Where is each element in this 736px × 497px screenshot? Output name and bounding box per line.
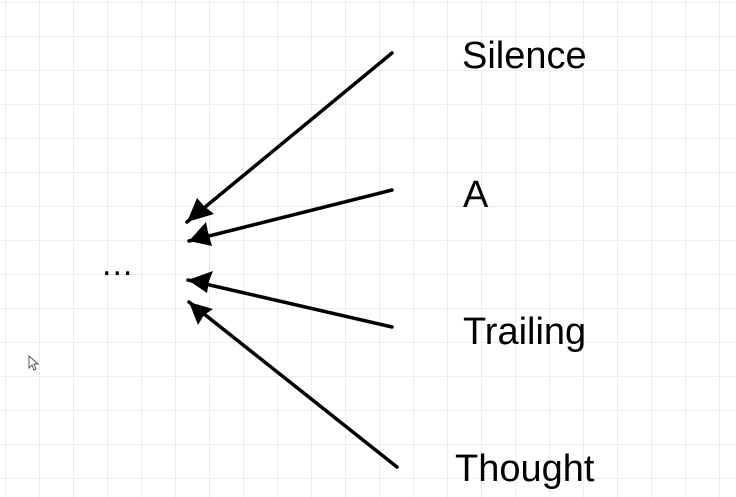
ellipsis-node[interactable]: ... <box>102 245 134 283</box>
arrowhead-trailing <box>188 271 213 293</box>
node-silence[interactable]: Silence <box>462 35 587 77</box>
arrowhead-silence <box>187 198 214 222</box>
arrow-thought-to-ellipsis[interactable] <box>187 300 399 469</box>
arrow-a-to-ellipsis[interactable] <box>187 188 394 243</box>
node-trailing[interactable]: Trailing <box>463 311 587 353</box>
node-thought[interactable]: Thought <box>455 448 595 490</box>
arrow-silence-to-ellipsis[interactable] <box>185 51 394 224</box>
arrowhead-a <box>189 222 212 246</box>
arrow-trailing-to-ellipsis[interactable] <box>186 278 394 329</box>
arrowhead-thought <box>189 302 213 325</box>
node-a[interactable]: A <box>463 174 489 216</box>
mouse-pointer-icon <box>28 355 40 371</box>
